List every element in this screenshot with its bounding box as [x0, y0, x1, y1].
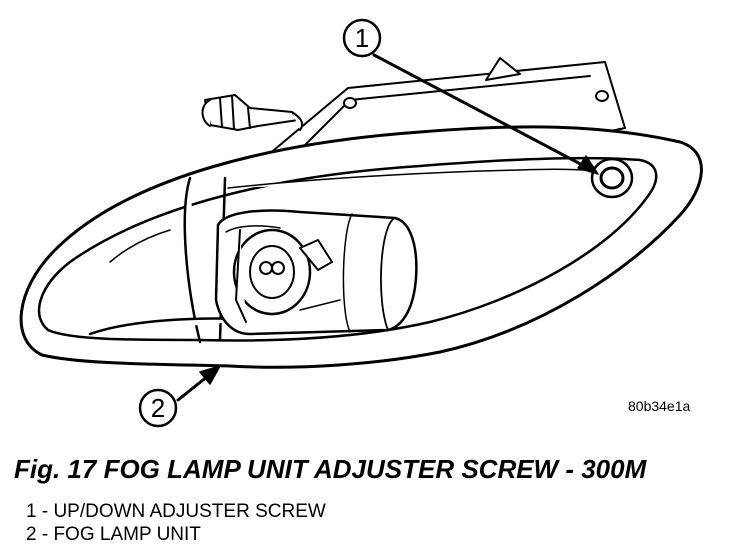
- callout-1-circle: [342, 18, 382, 58]
- callout-2-number: 2: [151, 393, 165, 423]
- electrical-connector: [201, 94, 304, 131]
- legend-item: 2 - FOG LAMP UNIT: [26, 524, 201, 545]
- callout-1-number: 1: [355, 23, 369, 53]
- callout-2-circle: [138, 388, 178, 428]
- legend-item: 1 - UP/DOWN ADJUSTER SCREW: [26, 501, 326, 522]
- fog-lamp-unit: [214, 209, 418, 336]
- callout-2-leader: [176, 365, 221, 402]
- adjuster-screw: [590, 157, 634, 199]
- image-code-label: 80b34e1a: [628, 398, 691, 414]
- figure-title: Fig. 17 FOG LAMP UNIT ADJUSTER SCREW - 3…: [14, 454, 647, 484]
- callout-1-leader: [372, 53, 599, 175]
- figure-legend: 1 - UP/DOWN ADJUSTER SCREW 2 - FOG LAMP …: [26, 500, 326, 546]
